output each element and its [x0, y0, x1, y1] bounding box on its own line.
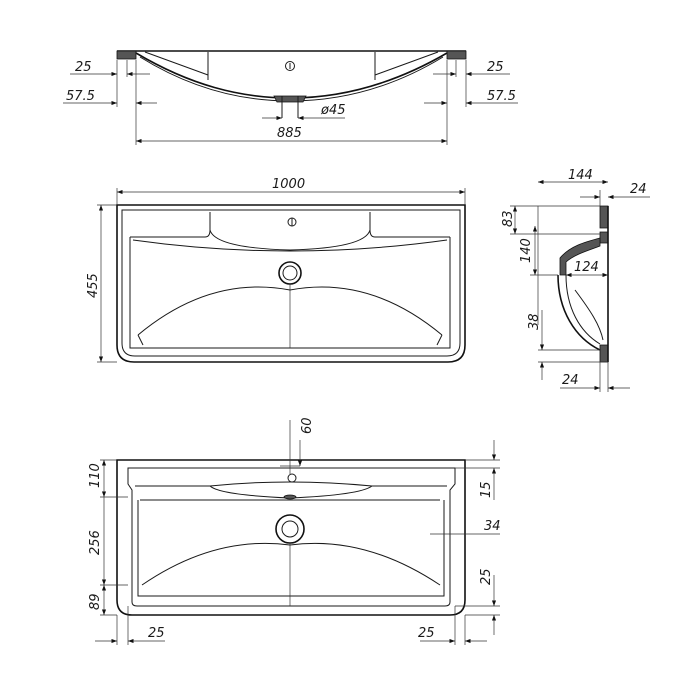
dim-side-38: 38 [527, 313, 542, 330]
dim-right-57-5: 57.5 [487, 89, 516, 104]
dim-side-bottom-24: 24 [562, 373, 579, 388]
dim-right-25: 25 [487, 60, 504, 75]
dim-side-83: 83 [501, 210, 516, 227]
dim-left-57-5: 57.5 [66, 89, 95, 104]
section-view: 25 57.5 25 57.5 ø45 885 [63, 50, 518, 145]
dim-tap-60: 60 [300, 417, 315, 434]
dim-left-25: 25 [75, 60, 92, 75]
dim-bottom-right-25-v: 25 [479, 568, 494, 585]
dim-inner-width: 885 [277, 126, 302, 141]
plan-view: 1000 455 [86, 177, 466, 363]
dim-drain-diameter: ø45 [320, 103, 346, 118]
side-view: 144 24 83 140 124 38 24 [501, 168, 650, 392]
dim-bottom-left-25: 25 [148, 626, 165, 641]
dim-bottom-110: 110 [88, 463, 103, 488]
dim-bottom-34: 34 [484, 519, 501, 534]
dim-side-124: 124 [574, 260, 599, 275]
dim-bottom-89: 89 [88, 593, 103, 610]
dim-side-144: 144 [568, 168, 593, 183]
dim-side-top-24: 24 [630, 182, 647, 197]
dim-side-140: 140 [519, 238, 534, 263]
dim-bottom-256: 256 [88, 530, 103, 555]
dim-width-1000: 1000 [272, 177, 305, 192]
dim-bottom-right-25: 25 [418, 626, 435, 641]
dim-bottom-15: 15 [479, 481, 494, 498]
dim-depth-455: 455 [86, 273, 101, 298]
bottom-view: 60 110 256 89 25 25 15 34 25 [88, 417, 501, 645]
